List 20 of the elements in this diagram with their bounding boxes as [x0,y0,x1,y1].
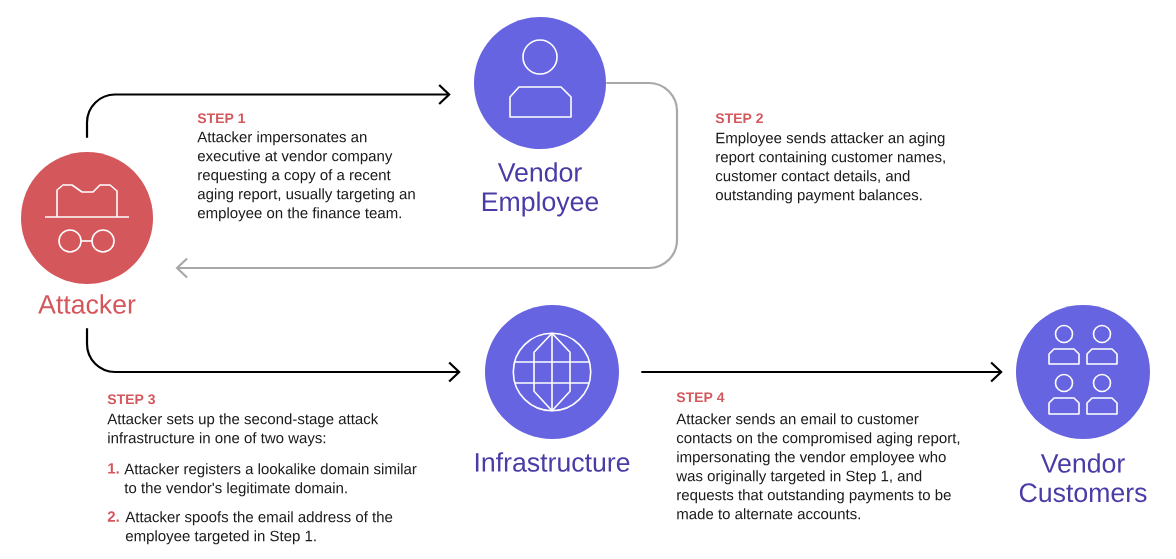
step-text: Attacker sends an email to customer contacts on the compromised aging report, impersonating the vendor employee who was originally targeted in Step 1, and requests that outstanding payments to be made to alternate accounts. [676,413,960,520]
node-title: Vendor Employee [482,162,599,217]
list-item: Attacker spoofs the email address of the employee targeted in Step 1. [125,511,393,545]
arrow [85,328,461,383]
node-title: Infrastructure [475,452,630,472]
step-heading: STEP 4 [676,392,725,403]
arrow [85,84,451,138]
arrow [641,361,1003,383]
list-number: 2. [107,511,119,522]
list-item: Attacker registers a lookalike domain similar to the vendor's legitimate domain. [124,463,417,497]
node-title: Attacker [38,294,136,314]
node-title: Vendor Customers [1019,453,1147,503]
step-text: Attacker impersonates an executive at vendor company requesting a copy of a recent aging report, usually targeting an employee on the finance team. [197,131,415,222]
list-number: 1. [108,463,119,474]
arrow [175,81,679,279]
step-heading: STEP 3 [107,394,155,405]
step-text: Attacker sets up the second-stage attack infrastructure in one of two ways: [107,413,379,447]
step-heading: STEP 1 [197,113,246,124]
step-text: Employee sends attacker an aging report containing customer names, customer contact details, and outstanding payment balances. [715,132,945,204]
step-heading: STEP 2 [715,113,763,124]
